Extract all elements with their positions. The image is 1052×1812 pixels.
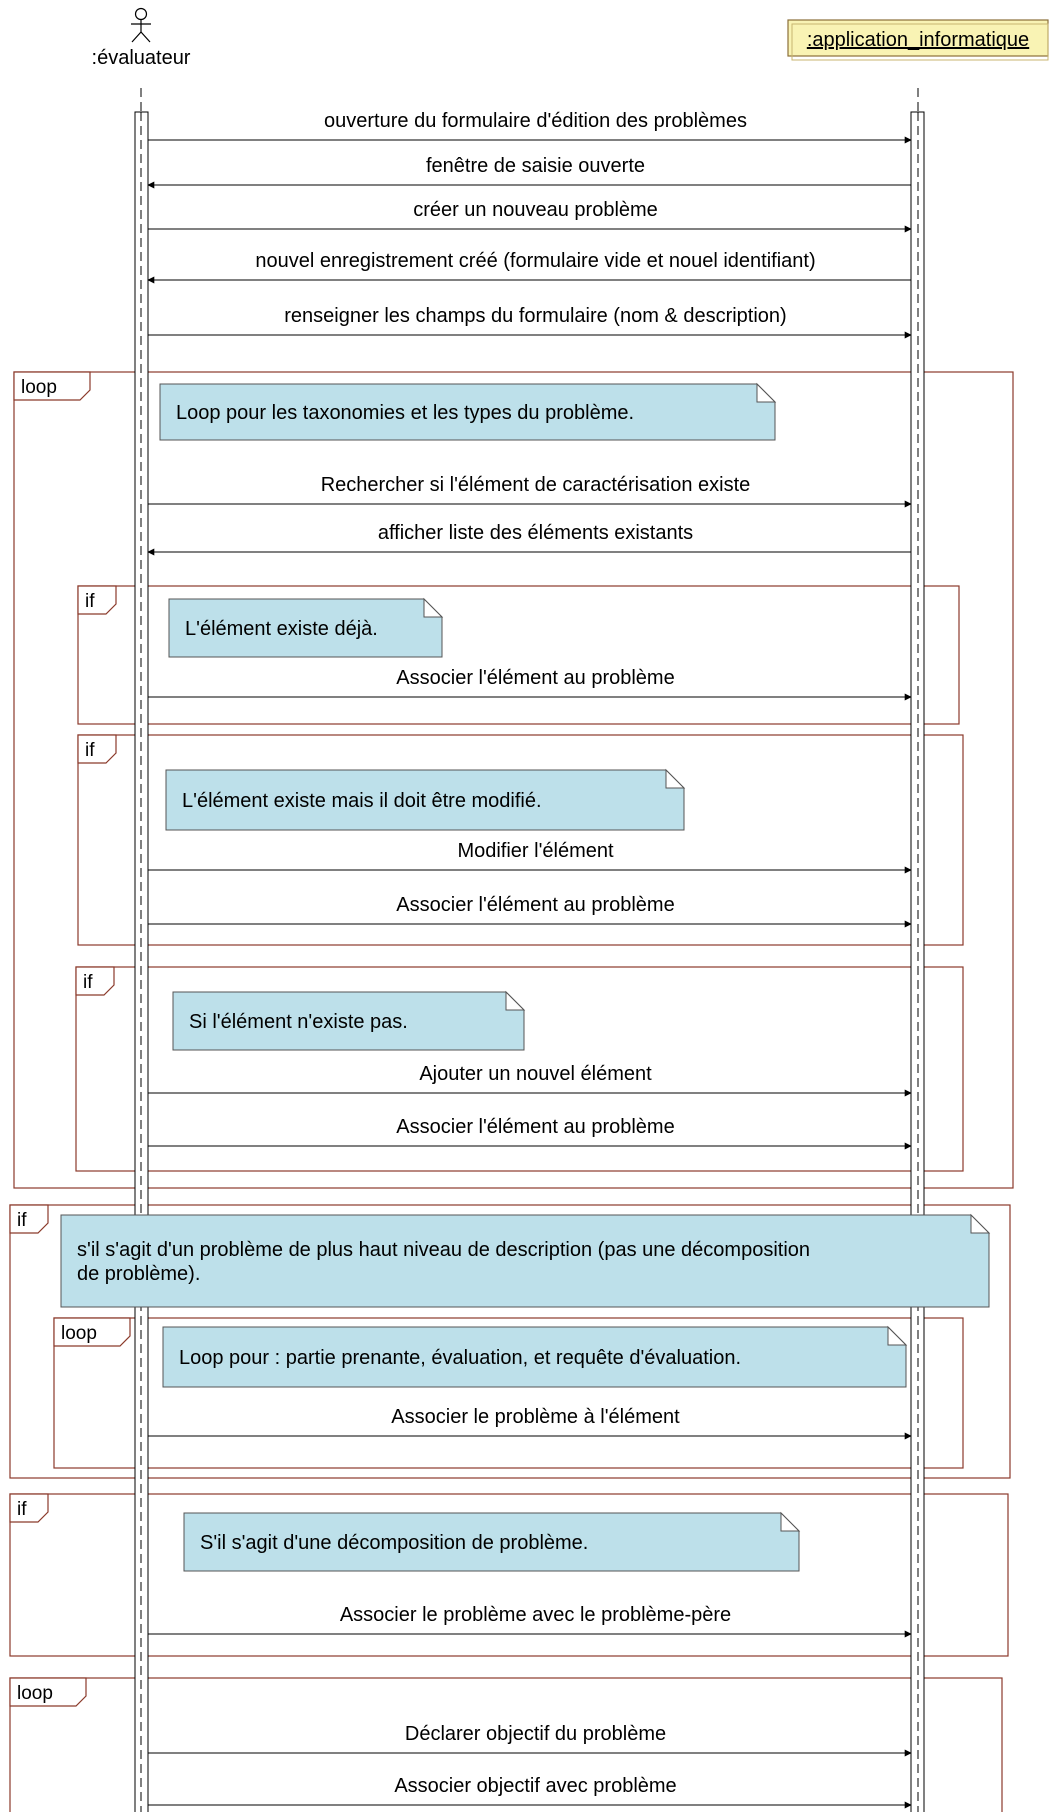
fragment-tab [75,966,115,996]
fragment-operator: if [85,740,95,761]
notes: Loop pour les taxonomies et les types du… [60,382,991,1572]
note-text: L'élément existe déjà. [185,618,378,640]
fragment-operator: if [83,972,93,993]
fragment-tab [9,1204,49,1234]
actor-icon [131,7,151,43]
message: afficher liste des éléments existants [147,522,911,556]
fragment-operator: loop [21,377,57,398]
message: Associer l'élément au problème [148,894,912,928]
message-label: Associer l'élément au problème [396,1116,674,1138]
note: s'il s'agit d'un problème de plus haut n… [60,1213,991,1308]
fragment-tab [77,585,117,615]
note-text: Loop pour : partie prenante, évaluation,… [179,1347,741,1369]
message-label: créer un nouveau problème [413,199,658,221]
lifeline-label-evaluateur: :évaluateur [92,47,191,69]
message: Modifier l'élément [148,840,912,874]
message-label: Associer l'élément au problème [396,667,674,689]
message: créer un nouveau problème [148,199,912,233]
fragment-if: if [9,1493,1009,1657]
fragment-operator: if [17,1210,27,1231]
message-label: Rechercher si l'élément de caractérisati… [321,474,751,496]
fragment-operator: loop [17,1683,53,1704]
note-text: Si l'élément n'existe pas. [189,1011,408,1033]
message-label: Associer l'élément au problème [396,894,674,916]
note-text: Loop pour les taxonomies et les types du… [176,402,634,424]
message-label: renseigner les champs du formulaire (nom… [284,305,786,327]
message-label: Modifier l'élément [457,840,614,862]
note: Loop pour : partie prenante, évaluation,… [162,1325,908,1388]
note: Si l'élément n'existe pas. [172,990,526,1051]
fragment-tab [13,371,91,401]
message: Associer l'élément au problème [148,667,912,701]
combined-fragments: loop if if if if loop if loop [9,371,1014,1812]
note-text: L'élément existe mais il doit être modif… [182,790,542,812]
message: Rechercher si l'élément de caractérisati… [148,474,912,508]
messages: ouverture du formulaire d'édition des pr… [147,110,912,1809]
message: Associer objectif avec problème [148,1775,912,1809]
message: Ajouter un nouvel élément [148,1063,912,1097]
message-label: Déclarer objectif du problème [405,1723,666,1745]
message-label: Associer le problème avec le problème-pè… [340,1604,731,1626]
fragment-operator: if [17,1499,27,1520]
fragment-operator: if [85,591,95,612]
lifeline-head-application [787,19,1049,57]
fragment-if: if [9,1204,1011,1479]
message-label: Associer objectif avec problème [394,1775,676,1797]
note: Loop pour les taxonomies et les types du… [159,382,777,441]
lifeline-evaluateur: :évaluateur [92,7,191,1812]
message-label: afficher liste des éléments existants [378,522,693,544]
fragment-loop: loop [9,1677,1003,1812]
message: renseigner les champs du formulaire (nom… [148,305,912,339]
message-label: Ajouter un nouvel élément [419,1063,652,1085]
fragment-loop: loop [53,1317,964,1469]
message: Associer le problème à l'élément [148,1406,912,1440]
fragment-tab [9,1677,87,1707]
fragment-if: if [77,734,964,946]
message-label: fenêtre de saisie ouverte [426,155,645,177]
fragment-tab [9,1493,49,1523]
message: Associer l'élément au problème [148,1116,912,1150]
message: Associer le problème avec le problème-pè… [148,1604,912,1638]
message: ouverture du formulaire d'édition des pr… [148,110,912,144]
note: L'élément existe mais il doit être modif… [165,768,686,831]
note: S'il s'agit d'une décomposition de probl… [183,1511,801,1572]
note-text: s'il s'agit d'un problème de plus haut n… [77,1239,810,1261]
fragment-if: if [75,966,964,1172]
fragment-if: if [77,585,960,725]
message-label: nouvel enregistrement créé (formulaire v… [255,250,815,272]
note-text: de problème). [77,1263,200,1285]
note: L'élément existe déjà. [168,597,444,658]
fragment-loop: loop [13,371,1014,1189]
message: nouvel enregistrement créé (formulaire v… [147,250,911,284]
lifeline-label-application: :application_informatique [807,29,1029,51]
message-label: ouverture du formulaire d'édition des pr… [324,110,747,132]
fragment-tab [77,734,117,764]
fragment-tab [53,1317,131,1347]
note-text: S'il s'agit d'une décomposition de probl… [200,1532,588,1554]
fragment-operator: loop [61,1323,97,1344]
message-label: Associer le problème à l'élément [391,1406,680,1428]
lifeline-application: :application_informatique [787,19,1049,1812]
message: fenêtre de saisie ouverte [147,155,911,189]
message: Déclarer objectif du problème [148,1723,912,1757]
